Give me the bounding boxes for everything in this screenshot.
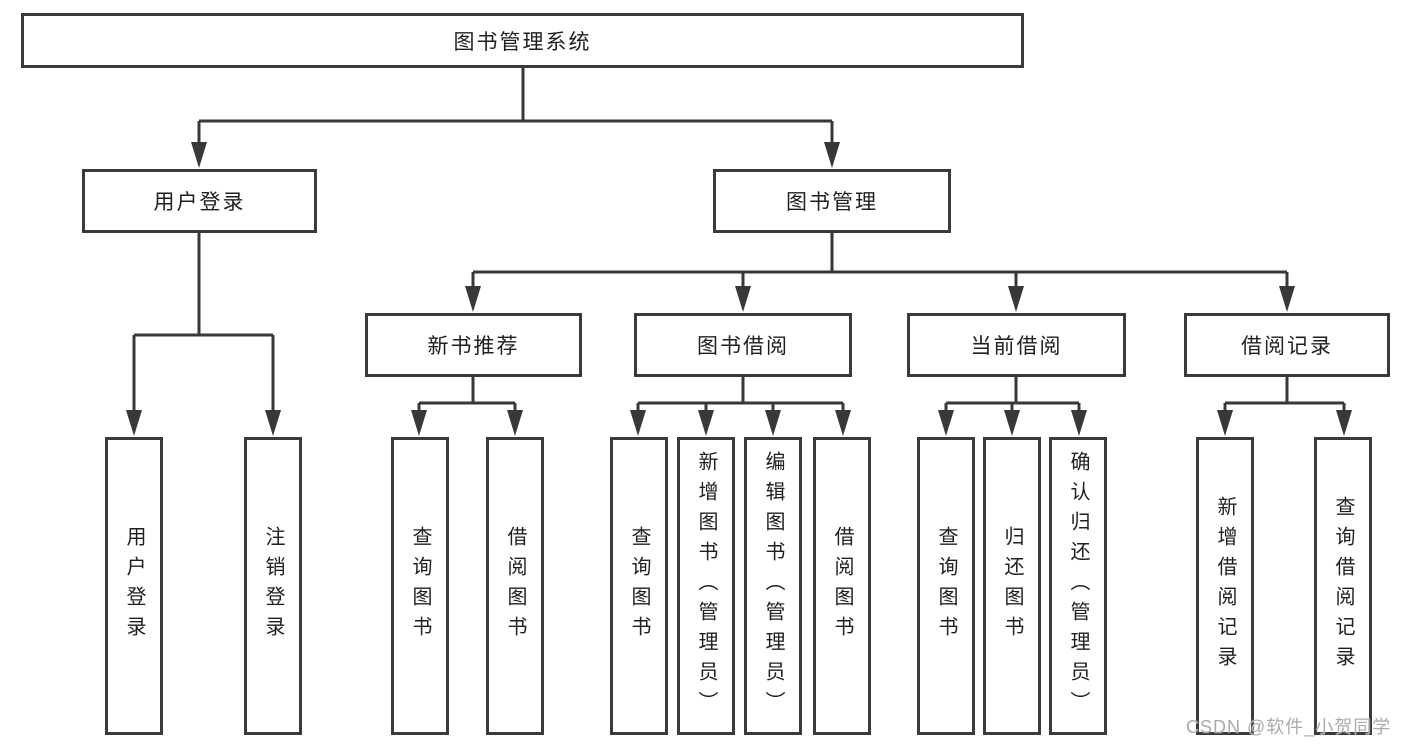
leaf-logout: 注销登录 <box>244 437 302 735</box>
leaf-add-borrow-record: 新增借阅记录 <box>1196 437 1254 735</box>
leaf-query-borrow-record-label: 查询借阅记录 <box>1332 496 1354 676</box>
node-user-login-label: 用户登录 <box>153 191 246 214</box>
leaf-add-books-admin-label: 新增图书（管理员） <box>695 451 717 721</box>
leaf-borrow-books-2-label: 借阅图书 <box>831 526 853 646</box>
node-current-borrowing-label: 当前借阅 <box>970 335 1063 358</box>
leaf-borrow-books-1: 借阅图书 <box>486 437 544 735</box>
leaf-user-login-label: 用户登录 <box>123 526 145 646</box>
node-borrowing-records-label: 借阅记录 <box>1241 335 1333 358</box>
leaf-logout-label: 注销登录 <box>262 526 284 646</box>
node-book-borrowing: 图书借阅 <box>634 313 852 377</box>
node-new-book-recommend: 新书推荐 <box>365 313 582 377</box>
leaf-query-borrow-record: 查询借阅记录 <box>1314 437 1372 735</box>
leaf-add-books-admin: 新增图书（管理员） <box>677 437 735 735</box>
leaf-query-books-2-label: 查询图书 <box>628 526 650 646</box>
leaf-query-books-2: 查询图书 <box>610 437 668 735</box>
node-borrowing-records: 借阅记录 <box>1184 313 1390 377</box>
leaf-query-books-1: 查询图书 <box>391 437 449 735</box>
leaf-return-books-label: 归还图书 <box>1001 526 1023 646</box>
leaf-add-borrow-record-label: 新增借阅记录 <box>1214 496 1236 676</box>
leaf-borrow-books-2: 借阅图书 <box>813 437 871 735</box>
node-new-book-recommend-label: 新书推荐 <box>427 335 520 358</box>
node-library-system-label: 图书管理系统 <box>453 30 592 54</box>
node-user-login: 用户登录 <box>82 169 317 233</box>
leaf-query-books-3: 查询图书 <box>917 437 975 735</box>
node-book-borrowing-label: 图书借阅 <box>697 335 789 358</box>
csdn-watermark: CSDN @软件_小贺同学 <box>1186 717 1392 737</box>
node-current-borrowing: 当前借阅 <box>907 313 1126 377</box>
leaf-confirm-return-admin: 确认归还（管理员） <box>1049 437 1107 735</box>
leaf-return-books: 归还图书 <box>983 437 1041 735</box>
leaf-user-login: 用户登录 <box>105 437 163 735</box>
leaf-edit-books-admin-label: 编辑图书（管理员） <box>762 451 784 721</box>
leaf-query-books-1-label: 查询图书 <box>409 526 431 646</box>
node-book-management-label: 图书管理 <box>786 191 878 214</box>
node-library-system: 图书管理系统 <box>21 13 1024 68</box>
leaf-edit-books-admin: 编辑图书（管理员） <box>744 437 802 735</box>
leaf-query-books-3-label: 查询图书 <box>935 526 957 646</box>
leaf-confirm-return-admin-label: 确认归还（管理员） <box>1067 451 1089 721</box>
node-book-management: 图书管理 <box>713 169 951 233</box>
leaf-borrow-books-1-label: 借阅图书 <box>504 526 526 646</box>
